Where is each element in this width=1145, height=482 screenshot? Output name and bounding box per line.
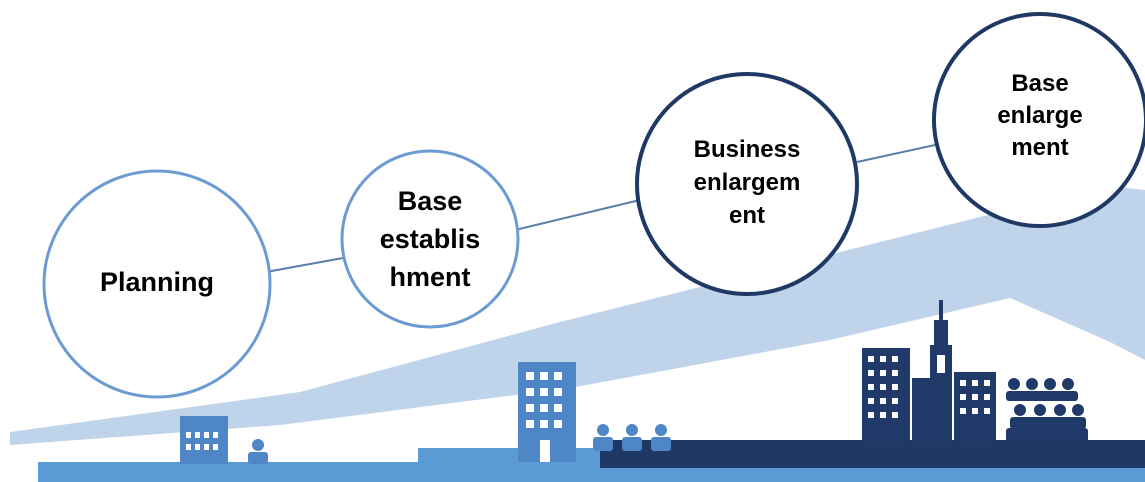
stage-circle-base-establishment [340,149,520,329]
person-icon [248,439,268,464]
small-building-icon [180,416,228,464]
stage-label-base-establishment: Base establis hment [379,186,481,292]
people-group-icon [593,424,671,451]
stage-circle-business-enlargement [635,72,859,296]
office-building-icon [518,362,576,462]
stage-label-planning: Planning [100,267,214,297]
connector-3 [856,144,936,163]
connector-2 [514,199,641,231]
stage-circle-planning [42,169,272,399]
ground-strip-dark [600,440,1145,468]
stage-label-base-enlargement: Base enlarge ment [997,70,1083,161]
city-skyline-icon [862,300,996,443]
connector-1 [265,257,344,273]
crowd-icon [1006,378,1088,442]
stage-label-business-enlargement: Business enlargem ent [693,135,801,229]
stage-circle-base-enlargement [932,12,1145,228]
